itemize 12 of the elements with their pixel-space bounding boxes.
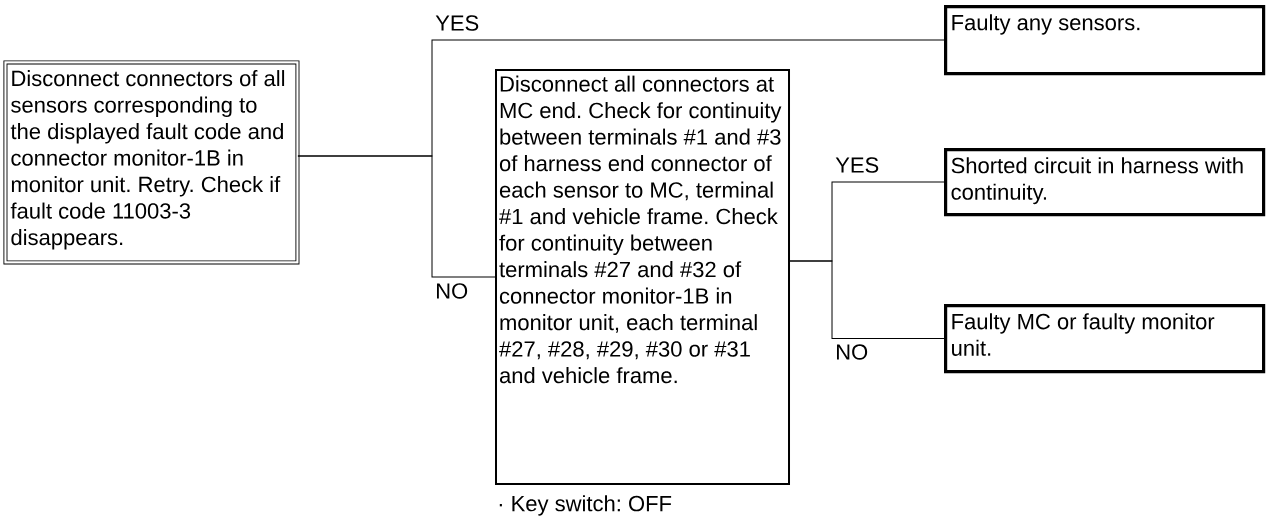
result-box: Faulty any sensors.: [944, 5, 1266, 76]
edge-label: NO: [434, 282, 470, 300]
connector-line: [789, 260, 945, 340]
connector-line: [297, 155, 496, 278]
result-box: Shorted circuit in harness with continuity.: [944, 148, 1266, 217]
edge-label: NO: [834, 343, 870, 361]
process-box: Disconnect all connectors at MC end. Check for continuity between terminals #1 and #3 of harness end connector of each sensor to MC, terminal #1 and vehicle frame. Check for continuity between terminals #27 and #32 of connector monitor-1B in monitor unit, each terminal #27, #28, #29, #30 or #31 and vehicle frame.: [495, 69, 790, 485]
edge-label: YES: [834, 156, 881, 174]
process-box: Disconnect connectors of all sensors corresponding to the displayed fault code and connector monitor-1B in monitor unit. Retry. Check if fault code 11003-3 disappears.: [3, 60, 300, 265]
edge-label: YES: [434, 14, 481, 32]
result-box: Faulty MC or faulty monitor unit.: [944, 304, 1266, 374]
note-text: · Key switch: OFF: [499, 495, 672, 516]
